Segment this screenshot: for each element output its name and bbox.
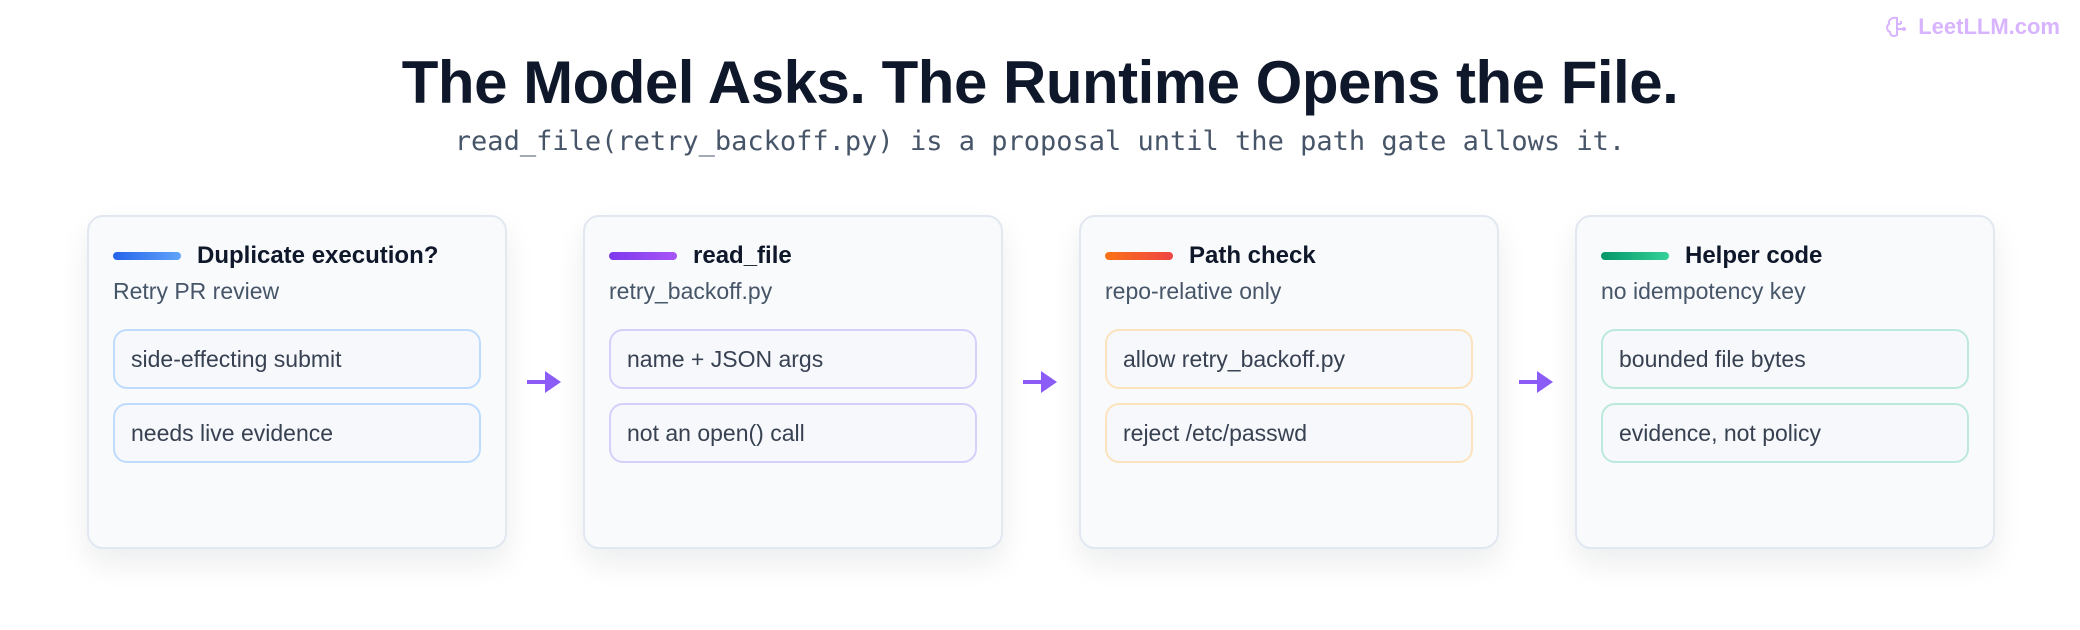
card-header: Path check: [1105, 241, 1473, 271]
card-title: Path check: [1189, 242, 1316, 269]
card-title: Duplicate execution?: [197, 242, 439, 269]
card-accent-bar: [609, 252, 677, 260]
card-subtitle: repo-relative only: [1105, 278, 1282, 304]
card-chip: name + JSON args: [609, 329, 977, 389]
step-card-helper-code: Helper code no idempotency key bounded f…: [1575, 215, 1995, 549]
step-card-duplicate-execution: Duplicate execution? Retry PR review sid…: [87, 215, 507, 549]
brand-logo: LeetLLM.com: [1884, 14, 2060, 40]
card-header: Duplicate execution?: [113, 241, 481, 271]
card-accent-bar: [1601, 252, 1669, 260]
card-header: Helper code: [1601, 241, 1969, 271]
card-title: Helper code: [1685, 242, 1823, 269]
card-chip: not an open() call: [609, 403, 977, 463]
card-chip: allow retry_backoff.py: [1105, 329, 1473, 389]
step-card-read-file: read_file retry_backoff.py name + JSON a…: [583, 215, 1003, 549]
arrow-right-icon: [527, 371, 561, 393]
arrow-right-icon: [1519, 371, 1553, 393]
card-title: read_file: [693, 242, 792, 269]
card-header: read_file: [609, 241, 977, 271]
brain-icon: [1886, 16, 1907, 37]
arrow-right-icon: [1023, 371, 1057, 393]
card-subtitle: retry_backoff.py: [609, 278, 773, 304]
card-chip: needs live evidence: [113, 403, 481, 463]
card-chip: bounded file bytes: [1601, 329, 1969, 389]
step-card-path-check: Path check repo-relative only allow retr…: [1079, 215, 1499, 549]
card-chip: evidence, not policy: [1601, 403, 1969, 463]
card-accent-bar: [1105, 252, 1173, 260]
page-title: The Model Asks. The Runtime Opens the Fi…: [401, 49, 1679, 116]
card-subtitle: Retry PR review: [113, 278, 280, 304]
page-subtitle: read_file(retry_backoff.py) is a proposa…: [454, 126, 1626, 157]
brand-name: LeetLLM.com: [1918, 14, 2060, 39]
card-accent-bar: [113, 252, 181, 260]
card-chip: side-effecting submit: [113, 329, 481, 389]
card-subtitle: no idempotency key: [1601, 278, 1806, 304]
card-chip: reject /etc/passwd: [1105, 403, 1473, 463]
